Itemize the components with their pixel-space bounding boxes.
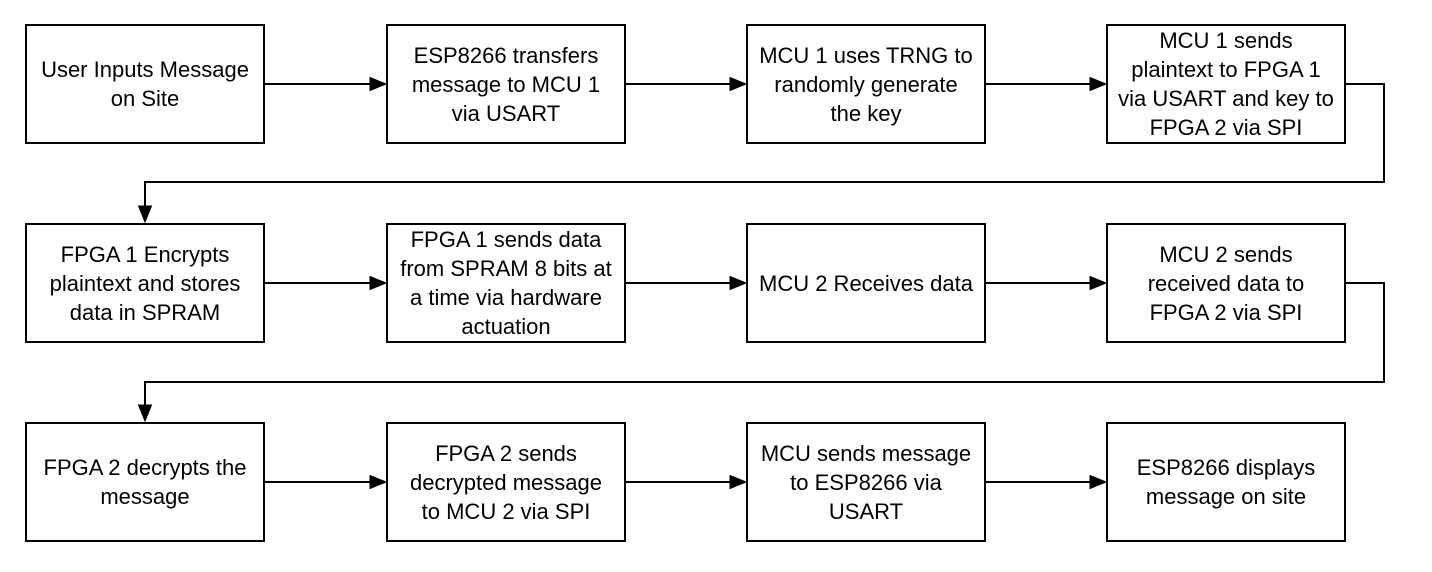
flow-step-3-label: MCU 1 uses TRNG to randomly generate the… <box>759 42 973 126</box>
connector-step8-step9 <box>137 282 1385 423</box>
flow-step-10: FPGA 2 sends decrypted message to MCU 2 … <box>386 422 626 542</box>
connector-step5-step6 <box>265 275 388 291</box>
arrowhead-right-icon <box>729 76 748 92</box>
arrowhead-right-icon <box>729 275 748 291</box>
flow-step-1-label: User Inputs Message on Site <box>41 57 249 111</box>
flow-step-6-label: FPGA 1 sends data from SPRAM 8 bits at a… <box>400 227 612 339</box>
arrowhead-down-icon <box>137 205 153 224</box>
connector-step6-step7 <box>626 275 748 291</box>
connector-step4-step5 <box>137 83 1385 224</box>
flow-step-10-label: FPGA 2 sends decrypted message to MCU 2 … <box>410 440 602 524</box>
flow-step-2-label: ESP8266 transfers message to MCU 1 via U… <box>411 42 601 126</box>
arrowhead-right-icon <box>729 474 748 490</box>
connector-step9-step10 <box>265 474 388 490</box>
connector-step3-step4 <box>986 76 1108 92</box>
flow-step-11: MCU sends message to ESP8266 via USART <box>746 422 986 542</box>
arrowhead-right-icon <box>369 275 388 291</box>
flow-step-9-label: FPGA 2 decrypts the message <box>43 455 247 509</box>
flow-step-9: FPGA 2 decrypts the message <box>25 422 265 542</box>
connector-step10-step11 <box>626 474 748 490</box>
connector-step1-step2 <box>265 76 388 92</box>
flow-step-11-label: MCU sends message to ESP8266 via USART <box>760 440 972 524</box>
arrowhead-right-icon <box>1089 275 1108 291</box>
flow-step-7-label: MCU 2 Receives data <box>759 270 973 296</box>
arrowhead-right-icon <box>1089 76 1108 92</box>
arrowhead-right-icon <box>369 76 388 92</box>
flow-step-8-label: MCU 2 sends received data to FPGA 2 via … <box>1147 241 1305 325</box>
flow-step-4: MCU 1 sends plaintext to FPGA 1 via USAR… <box>1106 24 1346 144</box>
flow-step-5-label: FPGA 1 Encrypts plaintext and stores dat… <box>49 241 241 325</box>
connector-step11-step12 <box>986 474 1108 490</box>
flow-step-7: MCU 2 Receives data <box>746 223 986 343</box>
flow-step-2: ESP8266 transfers message to MCU 1 via U… <box>386 24 626 144</box>
connector-step2-step3 <box>626 76 748 92</box>
flow-step-4-label: MCU 1 sends plaintext to FPGA 1 via USAR… <box>1118 28 1334 140</box>
flow-step-6: FPGA 1 sends data from SPRAM 8 bits at a… <box>386 223 626 343</box>
flow-step-12-label: ESP8266 displays message on site <box>1136 455 1316 509</box>
arrowhead-right-icon <box>369 474 388 490</box>
flow-step-3: MCU 1 uses TRNG to randomly generate the… <box>746 24 986 144</box>
flow-step-1: User Inputs Message on Site <box>25 24 265 144</box>
arrowhead-right-icon <box>1089 474 1108 490</box>
flow-step-8: MCU 2 sends received data to FPGA 2 via … <box>1106 223 1346 343</box>
connector-step7-step8 <box>986 275 1108 291</box>
arrowhead-down-icon <box>137 404 153 423</box>
flow-step-12: ESP8266 displays message on site <box>1106 422 1346 542</box>
flow-step-5: FPGA 1 Encrypts plaintext and stores dat… <box>25 223 265 343</box>
